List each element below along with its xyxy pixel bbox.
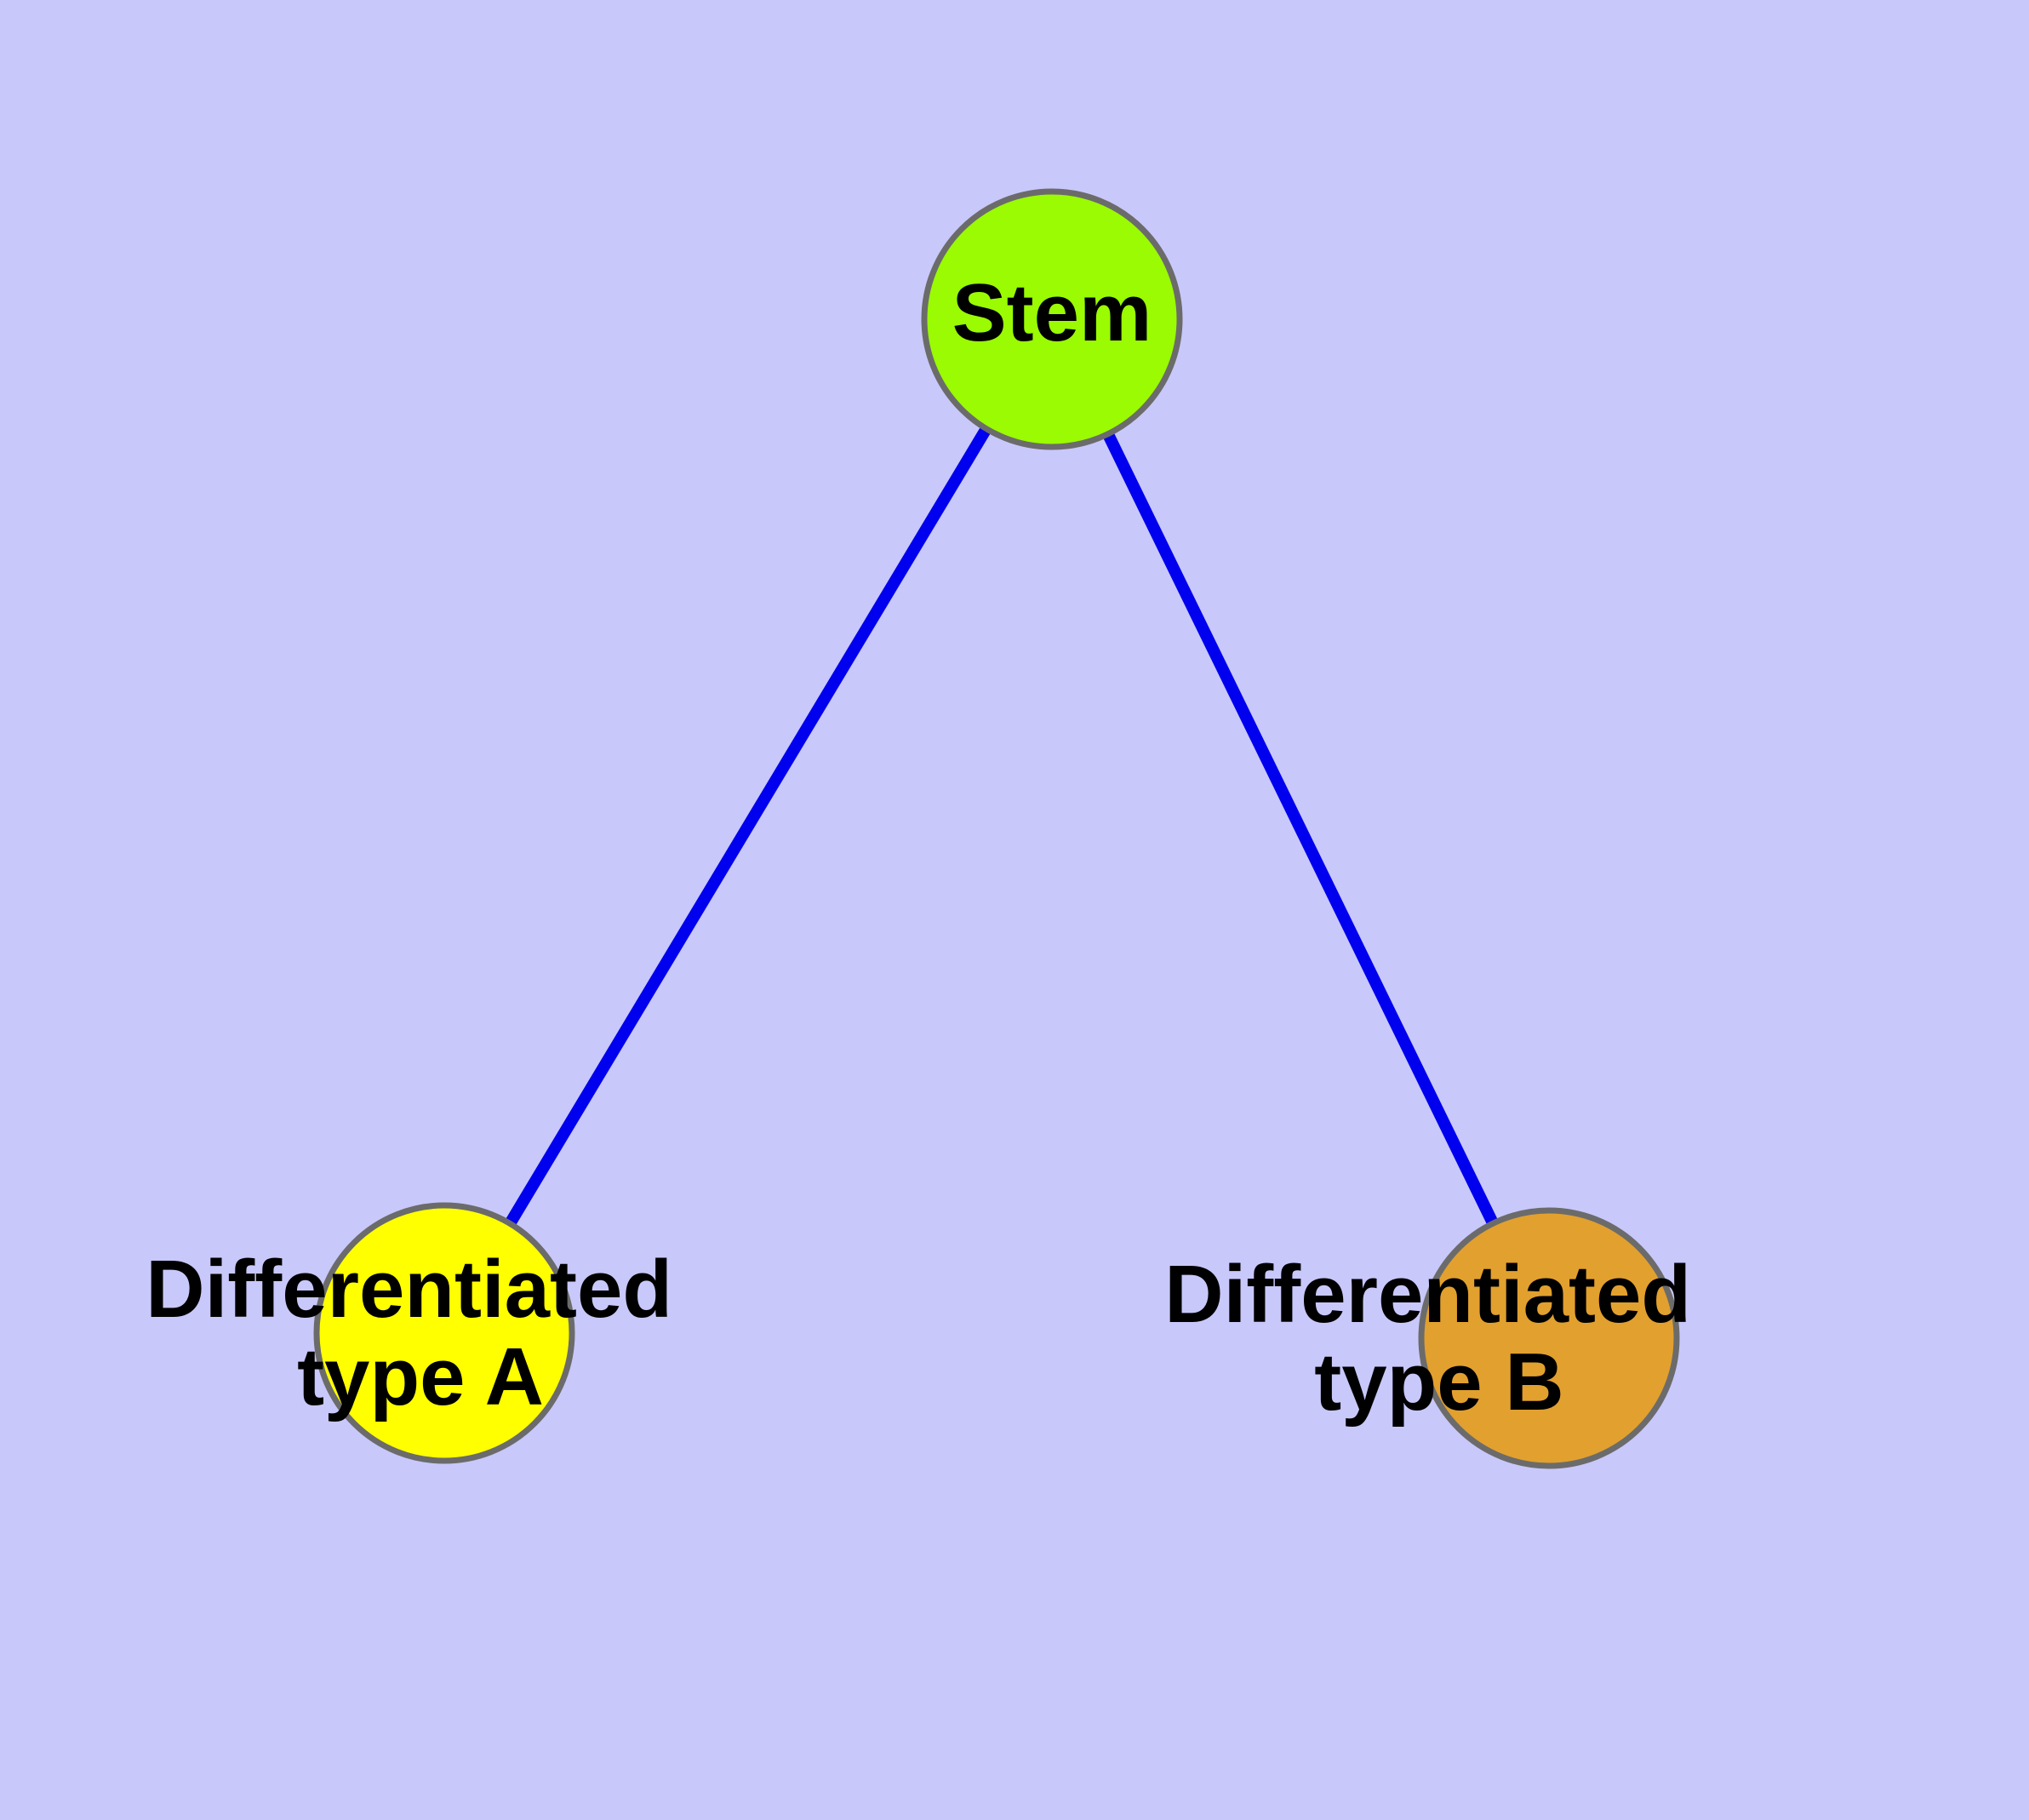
edge-stem-to-differentiated-type-a bbox=[438, 316, 1058, 1336]
label-layer: Stem Differentiated type A Differentiate… bbox=[146, 267, 1713, 1428]
node-differentiated-type-b-label-line2: type B bbox=[1314, 1336, 1563, 1428]
node-differentiated-type-a-label: Differentiated type A bbox=[146, 1244, 694, 1422]
edge-layer bbox=[438, 316, 1555, 1342]
node-layer bbox=[313, 188, 1680, 1469]
node-differentiated-type-a-label-line2: type A bbox=[297, 1331, 544, 1422]
edge-stem-to-differentiated-type-b bbox=[1046, 316, 1555, 1342]
node-stem-label-line1: Stem bbox=[952, 267, 1152, 358]
node-stem-label: Stem bbox=[952, 267, 1152, 358]
node-stem-circle[interactable] bbox=[921, 188, 1183, 450]
node-differentiated-type-a-label-line1: Differentiated bbox=[146, 1244, 672, 1335]
node-differentiated-type-b-label: Differentiated type B bbox=[1164, 1249, 1713, 1428]
node-differentiated-type-b-label-line1: Differentiated bbox=[1164, 1249, 1691, 1340]
node-differentiated-type-a-circle[interactable] bbox=[313, 1202, 575, 1464]
node-differentiated-type-b-circle[interactable] bbox=[1418, 1207, 1680, 1469]
